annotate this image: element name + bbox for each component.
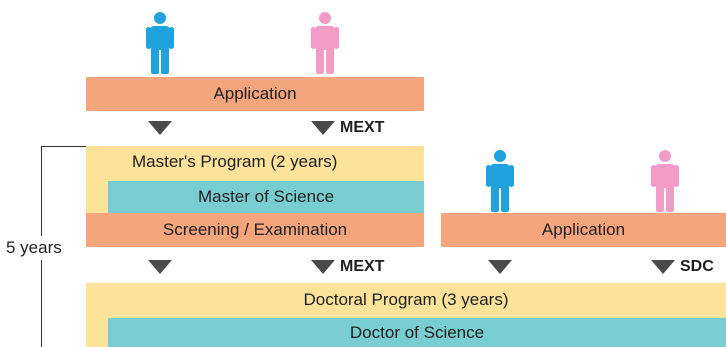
master-degree-bar: Master of Science — [108, 181, 424, 213]
doctoral-program-label: Doctoral Program (3 years) — [303, 290, 509, 309]
mext-label: MEXT — [340, 119, 385, 136]
triangle-down-icon — [311, 121, 335, 135]
masters-program-label: Master's Program (2 years) — [132, 152, 338, 171]
screening-bar: Screening / Examination — [86, 213, 424, 247]
duration-label: 5 years — [6, 236, 62, 260]
master-degree-label: Master of Science — [197, 187, 335, 206]
sdc-label: SDC — [680, 258, 714, 275]
duration-bracket-top — [41, 146, 87, 147]
person-male-icon — [146, 12, 174, 74]
doctor-degree-bar: Doctor of Science — [108, 318, 726, 347]
triangle-down-icon — [148, 121, 172, 135]
person-male-icon — [486, 150, 514, 212]
triangle-down-icon — [311, 260, 335, 274]
person-female-icon — [651, 150, 679, 212]
screening-label: Screening / Examination — [162, 220, 348, 239]
triangle-down-icon — [148, 260, 172, 274]
masters-application-label: Application — [213, 84, 297, 103]
doctoral-application-label: Application — [541, 220, 626, 239]
person-female-icon — [311, 12, 339, 74]
triangle-down-icon — [488, 260, 512, 274]
mext-label-second: MEXT — [340, 258, 385, 275]
doctor-degree-label: Doctor of Science — [349, 322, 485, 342]
masters-application-bar: Application — [86, 77, 424, 111]
triangle-down-icon — [651, 260, 675, 274]
doctoral-application-bar: Application — [441, 213, 726, 247]
